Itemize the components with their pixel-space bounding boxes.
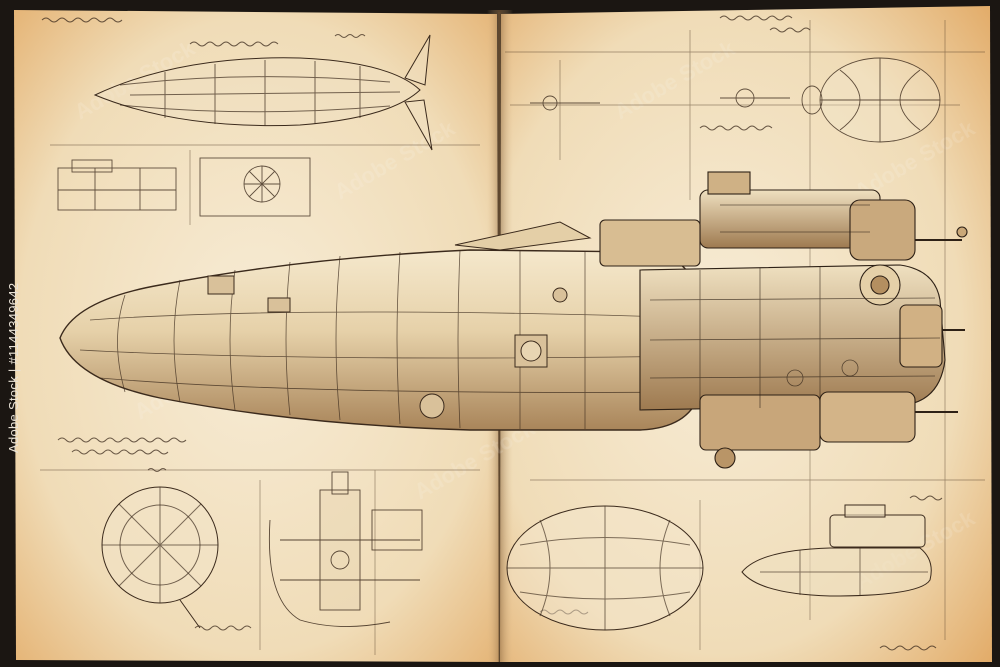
engine-cluster-icon — [599, 171, 968, 469]
airship-side-view-icon — [741, 504, 932, 597]
handwritten-notes — [41, 15, 943, 651]
airship-fish-icon — [93, 34, 433, 151]
envelope-cross-section-icon — [506, 505, 704, 631]
hull-section-icon — [57, 157, 311, 217]
mechanism-cutaway-icon — [268, 471, 423, 627]
bulkhead-section-icon — [101, 486, 219, 629]
propeller-icon — [530, 57, 941, 143]
stock-id-text: Adobe Stock | #1144349642 — [6, 282, 21, 453]
